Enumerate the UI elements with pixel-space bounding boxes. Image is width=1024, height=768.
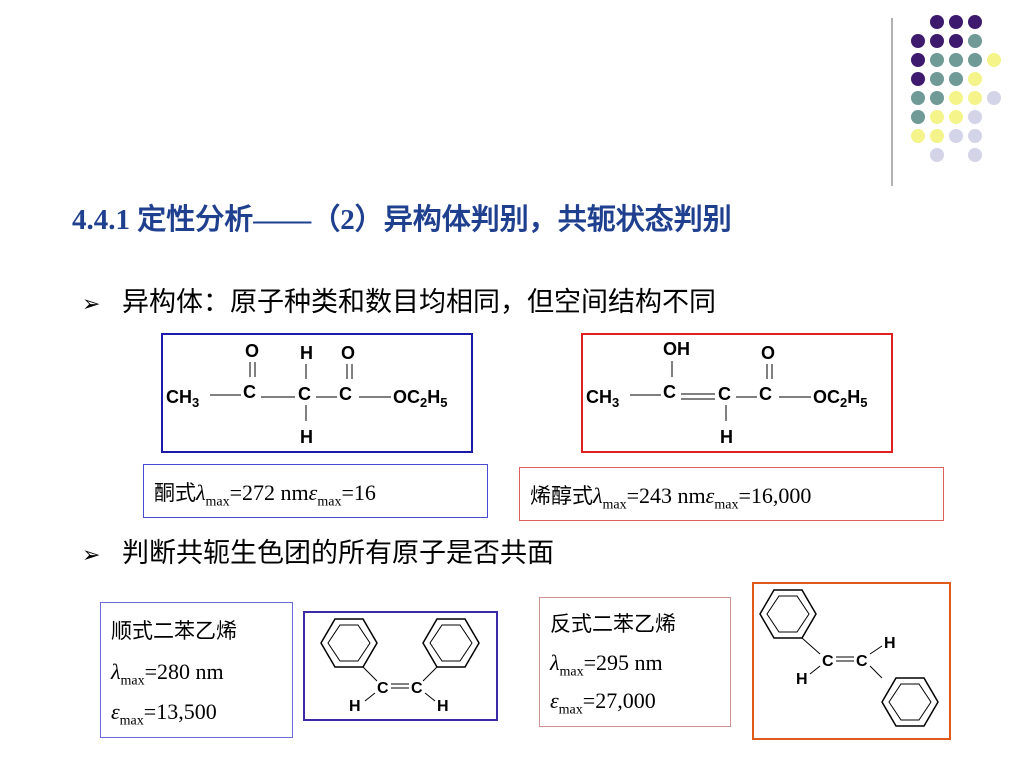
methyl-label: CH3	[166, 387, 199, 410]
benzene-ring-inner	[429, 624, 473, 662]
decor-dot	[911, 110, 925, 124]
benzene-ring	[422, 618, 480, 668]
trans-stilbene-note: 反式二苯乙烯 λmax=295 nm εmax=27,000	[539, 597, 731, 727]
enol-structure-box: OH O CH3 C C C OC2H5 H	[581, 333, 893, 453]
atom-label: C	[759, 384, 772, 404]
ethoxy-label: OC2H5	[393, 387, 447, 410]
decor-dot	[930, 148, 944, 162]
decor-dot	[987, 91, 1001, 105]
benzene-ring	[759, 589, 817, 639]
benzene-ring	[881, 677, 939, 727]
keto-caption: 酮式λmax=272 nmεmax=16	[143, 464, 488, 518]
decor-dot	[968, 15, 982, 29]
decor-dot	[930, 15, 944, 29]
atom-label: C	[339, 384, 352, 404]
arrow-right-icon: ➢	[82, 543, 101, 568]
keto-structure-box: O H O CH3 C C C OC2H5 H	[161, 333, 473, 453]
atom-label: O	[245, 341, 259, 361]
cis-stilbene-note: 顺式二苯乙烯 λmax=280 nm εmax=13,500	[100, 602, 293, 738]
benzene-ring-inner	[327, 624, 371, 662]
decor-dot	[911, 53, 925, 67]
benzene-ring-inner	[888, 683, 932, 721]
ethoxy-label: OC2H5	[813, 387, 867, 410]
trans-lambda: λmax=295 nm	[550, 650, 663, 680]
bullet-isomer: ➢ 异构体：原子种类和数目均相同，但空间结构不同	[82, 280, 716, 319]
atom-label: C	[411, 680, 423, 697]
cis-lambda: λmax=280 nm	[111, 659, 224, 689]
benzene-ring-inner	[766, 595, 810, 633]
atom-label: H	[796, 671, 808, 688]
decorative-dot-grid	[891, 15, 1001, 186]
decor-dot	[949, 110, 963, 124]
decor-dot	[930, 110, 944, 124]
decor-dot	[987, 53, 1001, 67]
trans-stilbene-diagram: C C H H	[759, 589, 939, 727]
cis-stilbene-box: C C H H	[303, 611, 498, 721]
cis-epsilon: εmax=13,500	[111, 699, 217, 729]
decor-dot	[930, 91, 944, 105]
decor-dot	[968, 72, 982, 86]
decor-dot	[930, 34, 944, 48]
decor-dot	[968, 148, 982, 162]
trans-stilbene-box: C C H H	[752, 582, 951, 740]
decor-dot	[930, 72, 944, 86]
decor-dot	[968, 34, 982, 48]
decor-dot	[911, 34, 925, 48]
keto-structure-diagram: O H O CH3 C C C OC2H5 H	[166, 341, 447, 447]
atom-label: C	[377, 680, 389, 697]
bullet-text: 异构体：原子种类和数目均相同，但空间结构不同	[122, 287, 716, 318]
decor-dot	[968, 91, 982, 105]
decor-dot	[949, 34, 963, 48]
cis-name: 顺式二苯乙烯	[111, 619, 237, 643]
decor-dot	[930, 53, 944, 67]
decor-dot	[949, 15, 963, 29]
atom-label: O	[761, 343, 775, 363]
atom-label: H	[349, 698, 361, 715]
decor-dot	[930, 129, 944, 143]
methyl-label: CH3	[586, 387, 619, 410]
decor-dot	[949, 91, 963, 105]
decor-dot	[911, 91, 925, 105]
decor-dot	[911, 129, 925, 143]
enol-structure-diagram: OH O CH3 C C C OC2H5 H	[586, 339, 867, 447]
decor-dot	[968, 110, 982, 124]
decor-dot	[949, 53, 963, 67]
atom-label: C	[298, 384, 311, 404]
decor-dot	[911, 72, 925, 86]
atom-label: H	[300, 427, 313, 447]
benzene-ring	[320, 618, 378, 668]
atom-label: OH	[663, 339, 690, 359]
atom-label: C	[856, 653, 868, 670]
atom-label: H	[720, 427, 733, 447]
slide-title: 4.4.1 定性分析——（2）异构体判别，共轭状态判别	[72, 204, 732, 236]
decor-dot	[949, 129, 963, 143]
bullet-coplanar: ➢ 判断共轭生色团的所有原子是否共面	[82, 531, 554, 570]
atom-label: H	[300, 343, 313, 363]
atom-label: C	[822, 653, 834, 670]
decor-dot	[968, 129, 982, 143]
atom-label: C	[718, 384, 731, 404]
atom-label: C	[243, 382, 256, 402]
cis-stilbene-diagram: C C H H	[320, 618, 480, 715]
atom-label: O	[341, 343, 355, 363]
decor-dot	[949, 72, 963, 86]
trans-name: 反式二苯乙烯	[550, 612, 676, 636]
bullet-text: 判断共轭生色团的所有原子是否共面	[122, 538, 554, 569]
arrow-right-icon: ➢	[82, 292, 101, 317]
decor-dot	[968, 53, 982, 67]
trans-epsilon: εmax=27,000	[550, 688, 656, 718]
enol-caption: 烯醇式λmax=243 nmεmax=16,000	[519, 467, 944, 521]
atom-label: H	[884, 635, 896, 652]
atom-label: H	[437, 698, 449, 715]
atom-label: C	[663, 382, 676, 402]
